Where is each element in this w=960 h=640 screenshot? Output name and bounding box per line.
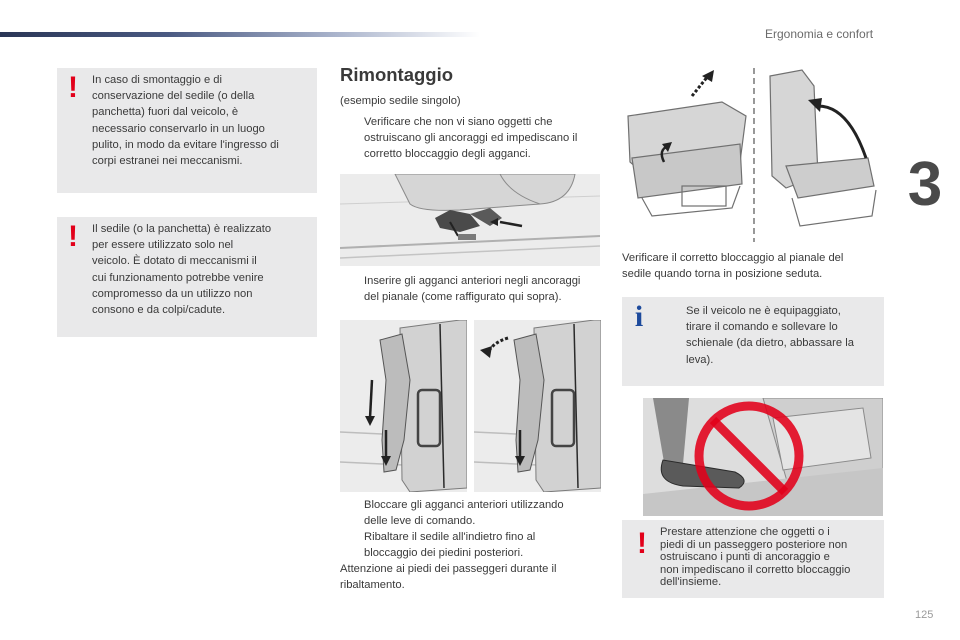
figure-no-feet-in-anchors [643,398,883,516]
section-title: Rimontaggio [340,64,454,85]
note-text: In caso di smontaggio e di conservazione… [92,74,279,168]
page-number: 125 [915,609,934,621]
figure-floor-anchors [340,174,600,266]
note-text: Il sedile (o la panchetta) è realizzato … [92,223,272,317]
warning-note-passenger-feet: ! Prestare attenzione che oggetti o i pi… [622,520,884,598]
tilt-seat-illustration [474,320,601,492]
warning-icon: ! [68,220,78,253]
warning-note-usage: ! Il sedile (o la panchetta) è realizzat… [57,217,317,337]
seat-folding-illustration [622,66,884,244]
subtitle: (esempio sedile singolo) [340,95,461,107]
figure-seat-folding [622,66,884,244]
closing-note: Attenzione ai piedi dei passeggeri duran… [340,563,557,591]
warning-note-storage: ! In caso di smontaggio e di conservazio… [57,68,317,193]
header-bar [0,32,480,37]
caption-check-lock: Verificare il corretto bloccaggio al pia… [622,252,844,280]
chapter-number: 3 [907,150,943,219]
warning-icon: ! [637,527,647,560]
lock-hooks-illustration [340,320,467,492]
chapter-title: Ergonomia e confort [765,27,874,41]
figure-lock-hooks-left [340,320,467,492]
prohibition-illustration [643,398,883,516]
warning-icon: ! [68,71,78,104]
figure-tilt-seat-right [474,320,601,492]
floor-anchors-illustration [340,174,600,266]
info-icon: i [634,300,644,333]
info-note-backrest: i Se il veicolo ne è equipaggiato, tirar… [622,297,884,386]
note-text: Prestare attenzione che oggetti o i pied… [660,526,851,589]
